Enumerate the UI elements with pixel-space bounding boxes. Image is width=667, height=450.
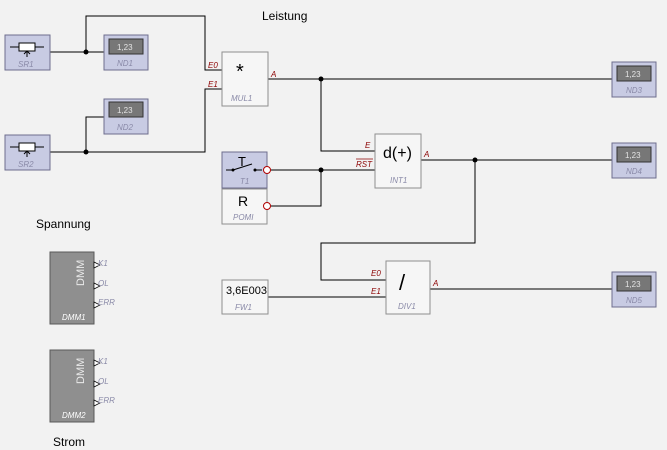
dmm2-label: DMM2 — [62, 411, 86, 420]
pin-dmm2-ol: OL — [98, 377, 109, 386]
multimeter-block-dmm1[interactable]: DMM DMM1 — [49, 251, 101, 325]
junction-dots — [83, 49, 478, 173]
div-symbol: / — [399, 270, 406, 295]
dmm2-k1-port — [93, 359, 101, 367]
slider-block-sr1[interactable]: SR1 — [4, 34, 51, 71]
pin-div-e0: E0 — [371, 269, 381, 278]
int-symbol: d(+) — [383, 145, 412, 162]
dmm1-err-port — [93, 301, 101, 309]
display-nd2[interactable]: 1,23 ND2 — [103, 98, 149, 135]
divider-block-div1[interactable]: / DIV1 — [385, 260, 431, 315]
dmm1-k1-port — [93, 261, 101, 269]
slider-block-sr2[interactable]: SR2 — [4, 134, 51, 171]
display-nd3[interactable]: 1,23 ND3 — [611, 61, 657, 98]
pom-symbol: R — [238, 193, 248, 209]
pin-dmm2-k1: K1 — [98, 357, 108, 366]
pin-mul-a: A — [270, 70, 276, 79]
dmm1-label: DMM1 — [62, 313, 86, 322]
nd3-label: ND3 — [626, 86, 643, 95]
display-nd5[interactable]: 1,23 ND5 — [611, 271, 657, 308]
pin-dmm1-ol: OL — [98, 279, 109, 288]
nd2-label: ND2 — [117, 123, 134, 132]
constant-block-pomi[interactable]: R POMI — [221, 188, 268, 225]
mul1-label: MUL1 — [231, 94, 252, 103]
t1-label: T1 — [240, 177, 249, 186]
nd5-label: ND5 — [626, 296, 643, 305]
t1-output-port — [263, 166, 271, 174]
display-nd1[interactable]: 1,23 ND1 — [103, 34, 149, 71]
int1-label: INT1 — [390, 176, 407, 185]
nd4-value: 1,23 — [625, 151, 641, 160]
dmm1-text: DMM — [75, 260, 87, 286]
label-strom: Strom — [53, 435, 85, 449]
pin-div-a: A — [432, 279, 438, 288]
switch-symbol: T — [238, 154, 246, 169]
fw1-label: FW1 — [235, 303, 252, 312]
pin-mul-e0: E0 — [208, 61, 218, 70]
pin-dmm1-k1: K1 — [98, 259, 108, 268]
nd4-label: ND4 — [626, 167, 643, 176]
switch-block-t1[interactable]: T T1 — [221, 151, 268, 189]
pin-mul-e1: E1 — [208, 80, 218, 89]
multiply-block-mul1[interactable]: * MUL1 — [221, 51, 269, 107]
sr1-label: SR1 — [18, 60, 34, 69]
label-leistung: Leistung — [262, 9, 307, 23]
nd1-label: ND1 — [117, 59, 133, 68]
sr2-label: SR2 — [18, 160, 34, 169]
pin-dmm2-err: ERR — [98, 396, 115, 405]
nd5-value: 1,23 — [625, 280, 641, 289]
pin-int-a: A — [423, 150, 429, 159]
multimeter-block-dmm2[interactable]: DMM DMM2 — [49, 349, 101, 423]
pom-output-port — [263, 202, 271, 210]
div1-label: DIV1 — [398, 302, 416, 311]
pin-dmm1-err: ERR — [98, 298, 115, 307]
pin-int-rst: RST — [356, 160, 373, 169]
switch-icon — [226, 163, 262, 172]
constant-block-fw1[interactable]: 3,6E003 FW1 — [221, 279, 269, 315]
dmm2-ol-port — [93, 380, 101, 388]
pom-label: POMI — [233, 213, 254, 222]
dmm1-ol-port — [93, 282, 101, 290]
label-spannung: Spannung — [36, 217, 91, 231]
fw1-value: 3,6E003 — [226, 285, 267, 297]
wires — [50, 15, 612, 298]
dmm2-text: DMM — [75, 358, 87, 384]
display-nd4[interactable]: 1,23 ND4 — [611, 142, 657, 179]
nd3-value: 1,23 — [625, 70, 641, 79]
integrator-block-int1[interactable]: d(+) INT1 — [374, 133, 422, 189]
nd1-value: 1,23 — [117, 43, 133, 52]
dmm2-err-port — [93, 399, 101, 407]
nd2-value: 1,23 — [117, 106, 133, 115]
mul-symbol: * — [236, 61, 244, 83]
slider-icon — [10, 142, 44, 157]
pin-div-e1: E1 — [371, 287, 381, 296]
slider-icon — [10, 42, 44, 57]
pin-int-e: E — [365, 141, 371, 150]
